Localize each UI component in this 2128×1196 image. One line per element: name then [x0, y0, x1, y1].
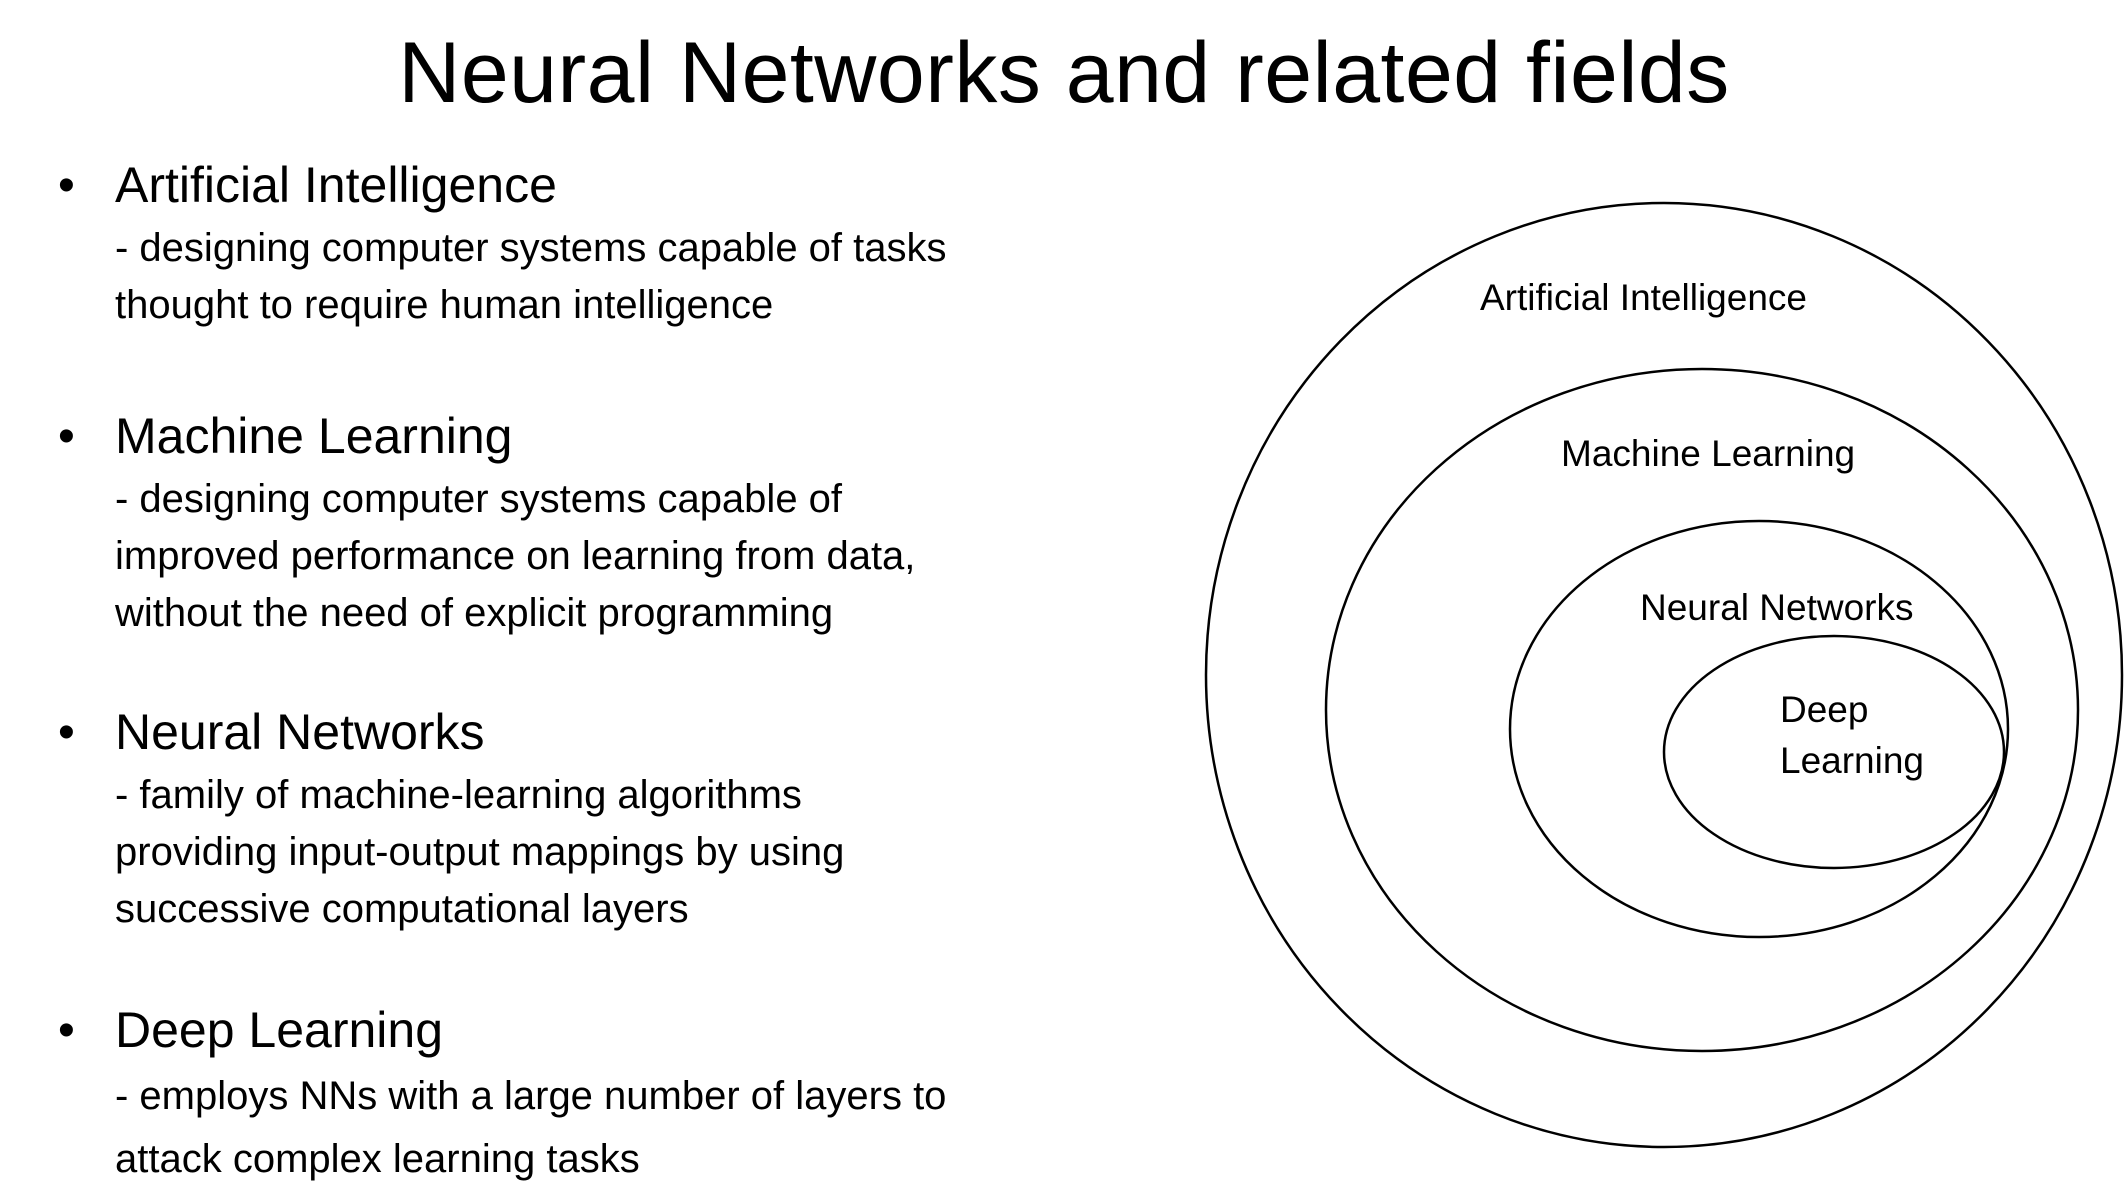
description-line: attack complex learning tasks: [115, 1137, 640, 1181]
bullet-heading: Artificial Intelligence: [115, 157, 557, 213]
nn-ellipse: [1508, 519, 2010, 939]
description-line: - family of machine-learning algorithms: [115, 773, 802, 817]
nn-label: Neural Networks: [1640, 587, 1913, 628]
description-line: successive computational layers: [115, 887, 689, 931]
bullet-description: - family of machine-learning algorithms …: [115, 767, 1115, 938]
bullet-icon: •: [58, 706, 75, 759]
description-line: - designing computer systems capable of …: [115, 226, 947, 270]
ai-ellipse: [1204, 201, 2124, 1149]
description-line: without the need of explicit programming: [115, 591, 834, 635]
bullet-heading: Machine Learning: [115, 408, 513, 464]
dl-label-line-2: Learning: [1780, 740, 1924, 781]
bullet-heading: Deep Learning: [115, 1002, 444, 1058]
dl-ellipse: [1662, 634, 2006, 870]
bullet-icon: •: [58, 1004, 75, 1057]
bullet-description: - employs NNs with a large number of lay…: [115, 1065, 1115, 1191]
slide-title: Neural Networks and related fields: [398, 25, 1730, 121]
ml-label: Machine Learning: [1561, 433, 1855, 474]
ml-ellipse: [1324, 367, 2080, 1053]
description-line: - employs NNs with a large number of lay…: [115, 1074, 947, 1118]
dl-label-line-1: Deep: [1780, 689, 1868, 730]
bullet-icon: •: [58, 410, 75, 463]
description-line: thought to require human intelligence: [115, 283, 774, 327]
bullet-description: - designing computer systems capable of …: [115, 471, 1115, 642]
ai-label: Artificial Intelligence: [1480, 277, 1807, 318]
bullet-description: - designing computer systems capable of …: [115, 220, 1115, 334]
description-line: - designing computer systems capable of: [115, 477, 843, 521]
description-line: improved performance on learning from da…: [115, 534, 916, 578]
description-line: providing input-output mappings by using: [115, 830, 845, 874]
bullet-icon: •: [58, 159, 75, 212]
bullet-heading: Neural Networks: [115, 704, 485, 760]
